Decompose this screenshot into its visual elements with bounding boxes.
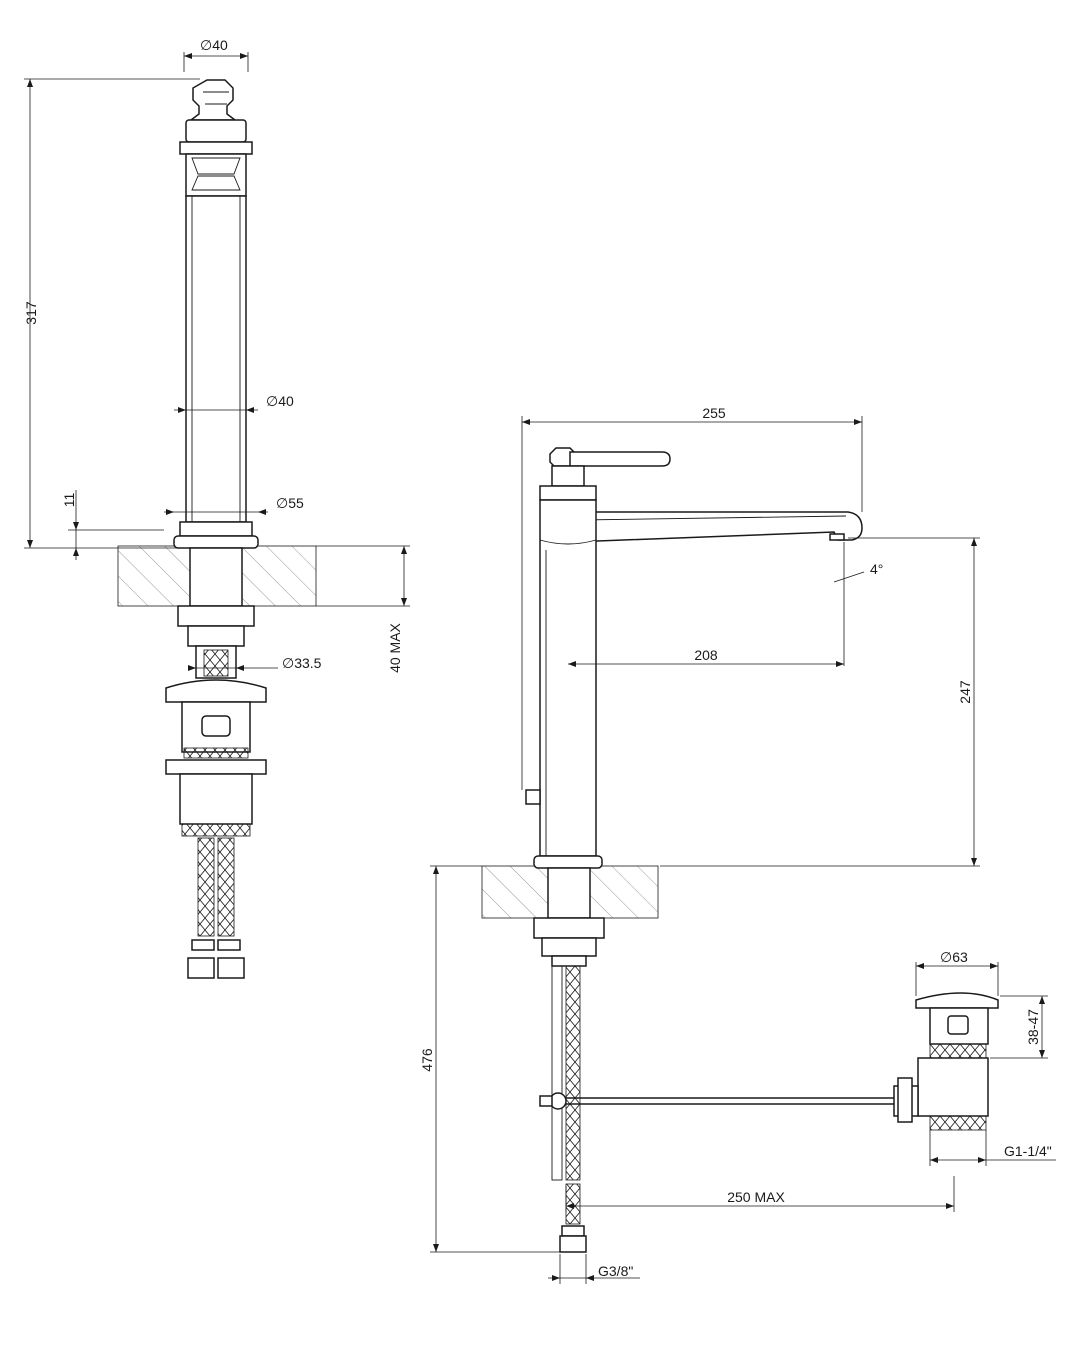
handle-knob: [179, 79, 253, 197]
dim-deck-thickness: 40 MAX: [387, 622, 403, 672]
dim-shank-diameter: ∅33.5: [282, 655, 322, 671]
dim-drain-diameter: ∅63: [940, 949, 968, 965]
dim-top-diameter: ∅40: [200, 37, 228, 53]
dim-drain-thread: G1-1/4": [1004, 1143, 1052, 1159]
front-view: [117, 79, 317, 979]
dim-body-diameter: ∅40: [266, 393, 294, 409]
dim-spout-angle: 4°: [870, 561, 883, 577]
dim-spout-width: 255: [702, 405, 726, 421]
dim-drain-height: 38-47: [1025, 1009, 1041, 1045]
side-view-dimensions: 255 4° 208 247 476 ∅63 38-47: [419, 405, 1056, 1284]
side-view: [481, 447, 999, 1253]
dim-below-deck: 476: [419, 1048, 435, 1072]
dim-spout-height: 247: [957, 680, 973, 704]
dim-base-diameter: ∅55: [276, 495, 304, 511]
dim-spout-reach: 208: [694, 647, 718, 663]
dim-supply-thread: G3/8": [598, 1263, 633, 1279]
dim-overall-height: 317: [23, 301, 39, 325]
dim-rod-length: 250 MAX: [727, 1189, 785, 1205]
body-column: [185, 195, 247, 523]
drain-assembly: [893, 992, 999, 1131]
dim-base-offset: 11: [61, 493, 77, 508]
body-side: [539, 499, 597, 857]
front-view-dimensions: ∅40 317 ∅40 11 ∅55 40 MAX ∅33.5: [23, 37, 410, 673]
lever-handle: [539, 447, 671, 501]
